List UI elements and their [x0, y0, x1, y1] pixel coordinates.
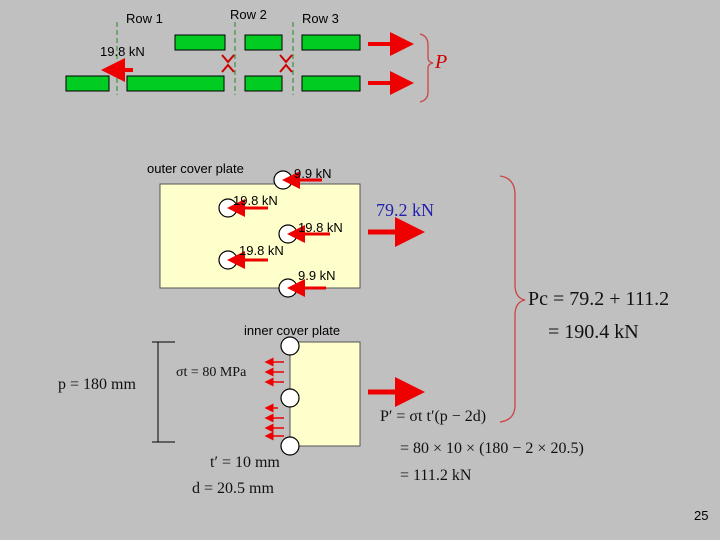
outer-resultant-label: 79.2 kN — [376, 200, 434, 220]
top-plate-3 — [301, 34, 361, 51]
capacity-sum-line2: = 190.4 kN — [548, 321, 639, 343]
top-plate-2 — [244, 34, 283, 51]
bottom-plate-1 — [65, 75, 110, 92]
stress-arrows — [264, 357, 284, 441]
total-load-label: P — [435, 51, 448, 73]
calc-line1: = 80 × 10 × (180 − 2 × 20.5) — [400, 440, 584, 457]
outer-plate — [159, 183, 361, 289]
bolt-force-label-1: 9.9 kN — [294, 166, 332, 181]
p-brace — [419, 33, 434, 103]
bottom-plate-3 — [244, 75, 283, 92]
stress-label: σt = 80 MPa — [176, 365, 247, 380]
inner-plate — [289, 341, 361, 447]
slide-number: 25 — [694, 508, 709, 523]
inner-hole-2 — [280, 388, 300, 408]
outer-plate-title: outer cover plate — [147, 161, 244, 176]
row1-label: Row 1 — [126, 11, 163, 26]
capacity-sum-line1: Pc = 79.2 + 111.2 — [528, 288, 670, 310]
row3-label: Row 3 — [302, 11, 339, 26]
joint-force-label: 19.8 kN — [100, 44, 145, 59]
bolt-force-label-5: 9.9 kN — [298, 268, 336, 283]
top-plate-1 — [174, 34, 226, 51]
pitch-label: p = 180 mm — [58, 376, 136, 393]
bottom-plate-4 — [301, 75, 361, 92]
diameter-label: d = 20.5 mm — [192, 480, 274, 497]
inner-hole-1 — [280, 336, 300, 356]
bottom-plate-2 — [126, 75, 225, 92]
bolt-force-label-2: 19.8 kN — [233, 193, 278, 208]
formula-label: P′ = σt t′(p − 2d) — [380, 408, 487, 425]
clamp-row2 — [221, 54, 235, 73]
sum-brace — [499, 175, 526, 423]
bolt-force-label-4: 19.8 kN — [239, 243, 284, 258]
inner-hole-3 — [280, 436, 300, 456]
inner-plate-title: inner cover plate — [244, 323, 341, 338]
thickness-label: t′ = 10 mm — [210, 454, 280, 471]
pitch-dimension — [152, 341, 175, 443]
row2-label: Row 2 — [230, 7, 267, 22]
bolt-force-label-3: 19.8 kN — [298, 220, 343, 235]
calc-line2: = 111.2 kN — [400, 467, 472, 484]
clamp-row3 — [279, 54, 293, 73]
